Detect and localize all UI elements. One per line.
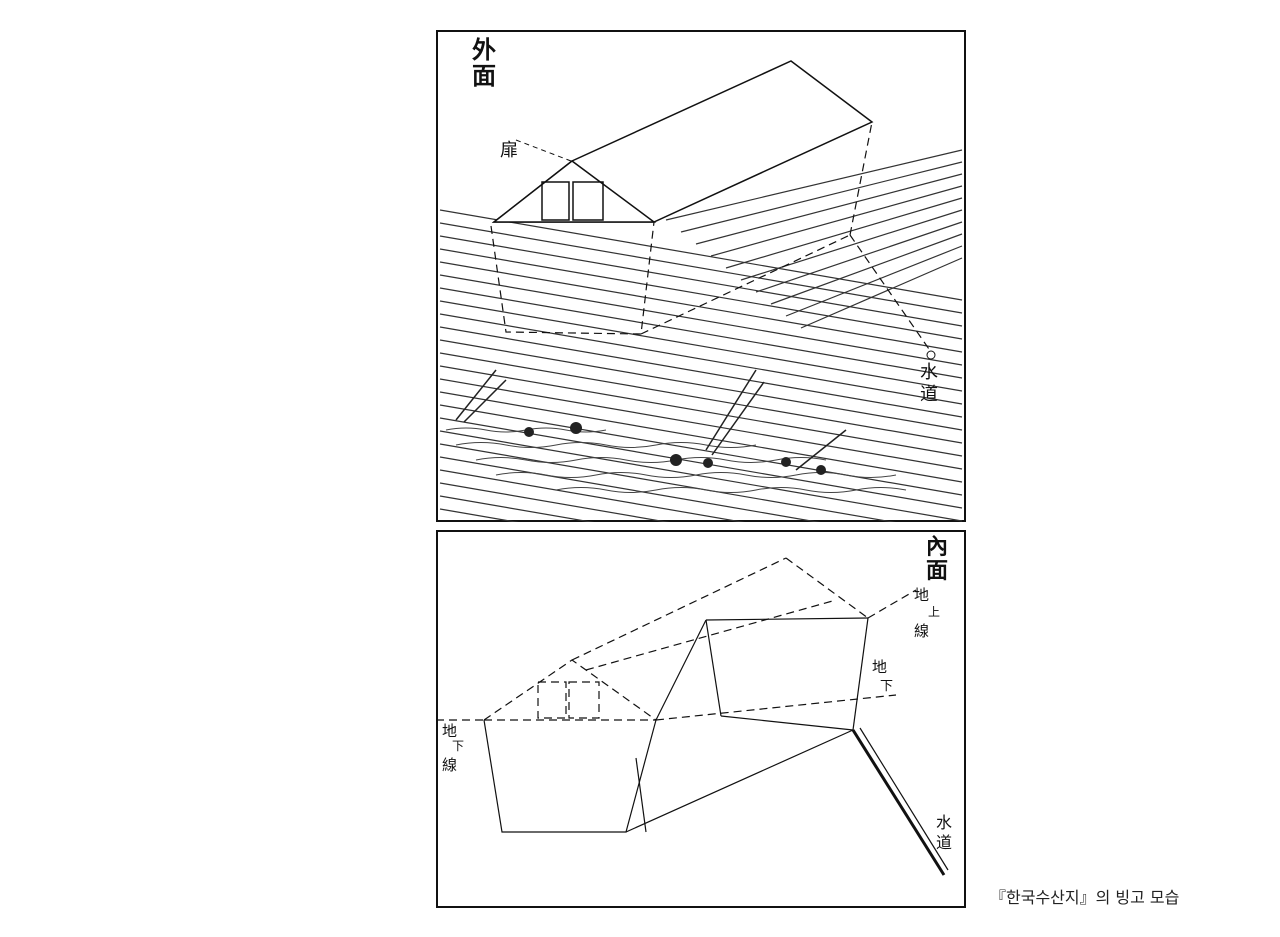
figure-caption: 『한국수산지』의 빙고 모습	[990, 888, 1180, 907]
title-interior-line1: 內	[926, 534, 948, 560]
hatch-line	[680, 161, 963, 233]
hatch-line	[785, 245, 963, 317]
hatch-line	[439, 248, 963, 340]
below-ground-label-2: 下	[880, 679, 893, 694]
below-ground-line-label-1: 地	[442, 722, 457, 740]
interior-view-panel: 內 面 地 上 線 地 下 地 下 線 水 道	[436, 530, 966, 908]
exterior-view-drawing: 外 面 扉 水 道	[436, 30, 966, 600]
title-exterior-line1: 外	[472, 35, 496, 64]
below-ground-label-1: 地	[872, 658, 887, 676]
hidden-outline	[490, 121, 932, 353]
hatch-line	[439, 274, 963, 366]
hatch-line	[800, 257, 963, 329]
below-ground-line-label-3: 線	[442, 756, 457, 774]
hatch-line	[439, 404, 963, 496]
waterway-label-line2: 道	[920, 384, 938, 405]
hatch-line	[439, 300, 963, 392]
interior-view-drawing: 內 面 地 上 線 地 下 地 下 線 水 道	[436, 530, 966, 908]
hatch-line	[740, 209, 963, 281]
hatch-line	[755, 221, 963, 293]
hatch-line	[439, 391, 963, 483]
hatch-line	[439, 235, 963, 327]
door-label: 扉	[500, 140, 518, 161]
interior-waterway-label-1: 水	[936, 813, 952, 832]
hatch-line	[665, 149, 963, 221]
hatch-line	[439, 326, 963, 418]
hatch-line	[439, 430, 963, 522]
hatch-line	[439, 287, 963, 379]
above-ground-label-2: 上	[928, 605, 940, 619]
reeds	[455, 369, 847, 471]
hatch-line	[439, 378, 963, 470]
hatch-line	[439, 222, 963, 314]
title-exterior-line2: 面	[472, 61, 496, 90]
hatch-line	[439, 352, 963, 444]
above-ground-label-3: 線	[914, 622, 929, 640]
title-interior-line2: 面	[926, 558, 948, 584]
door-leader-line	[515, 139, 572, 162]
shrubs	[524, 422, 826, 475]
waterway-outlet-icon	[926, 350, 936, 360]
below-ground-line-label-2: 下	[452, 739, 464, 753]
ice-house-roof	[491, 60, 874, 223]
hatch-line	[725, 197, 963, 269]
hatch-line	[439, 209, 963, 301]
hatch-line	[439, 313, 963, 405]
hatch-line	[439, 365, 963, 457]
interior-waterway-label-2: 道	[936, 833, 952, 852]
hatch-line	[695, 173, 963, 245]
above-ground-label-1: 地	[914, 586, 929, 604]
exterior-view-panel: 外 面 扉 水 道	[436, 30, 966, 600]
interior-dashed-lines	[436, 557, 917, 721]
hatch-line	[439, 261, 963, 353]
waterway-label-line1: 水	[920, 362, 938, 383]
hatch-line	[770, 233, 963, 305]
hatch-line	[439, 339, 963, 431]
interior-solid-lines	[483, 617, 949, 876]
hatch-line	[710, 185, 963, 257]
